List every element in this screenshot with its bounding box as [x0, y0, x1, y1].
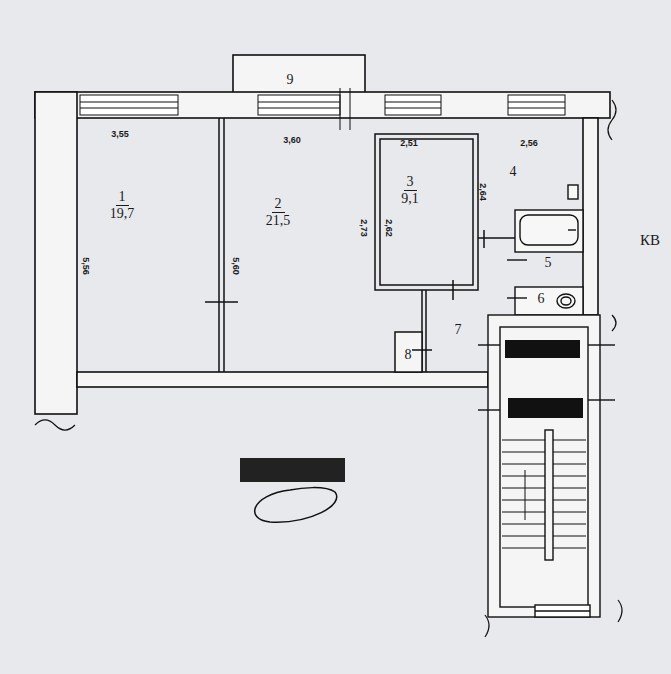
room: 39,1	[385, 165, 435, 215]
dimension: 2,64	[478, 183, 488, 201]
dimension: 2,51	[400, 138, 418, 148]
room-number: 2	[272, 196, 285, 213]
dimension: 2,62	[384, 219, 394, 237]
dimension: 3,55	[111, 129, 129, 139]
room: 6	[528, 288, 554, 310]
window	[80, 88, 565, 130]
room-number: 9	[284, 72, 297, 88]
room-area: 9,1	[398, 191, 422, 207]
inner-wall	[77, 372, 488, 387]
room-number: 3	[404, 174, 417, 191]
room: 119,7	[92, 180, 152, 230]
dimension: 2,56	[520, 138, 538, 148]
room-number: 7	[452, 322, 465, 338]
dimension: 2,73	[359, 219, 369, 237]
room-area: 21,5	[263, 213, 294, 229]
apartment-mark: КВ	[640, 232, 660, 249]
room-area: 19,7	[107, 206, 138, 222]
break-mark	[35, 100, 622, 637]
outer-wall	[35, 92, 610, 118]
room: 5	[535, 252, 561, 274]
dimension: 5,56	[81, 257, 91, 275]
room-number: 8	[402, 347, 415, 363]
room-number: 5	[542, 255, 555, 271]
room: 221,5	[248, 187, 308, 237]
stairwell	[478, 315, 615, 617]
room-number: 4	[507, 164, 520, 180]
room: 4	[498, 160, 528, 184]
room-number: 1	[116, 189, 129, 206]
room: 8	[396, 343, 420, 367]
dimension: 5,60	[231, 257, 241, 275]
partition	[205, 118, 515, 372]
room-number: 6	[535, 291, 548, 307]
room: 9	[265, 65, 315, 95]
balcony	[233, 55, 365, 95]
outer-wall	[35, 92, 77, 414]
sanitary	[507, 185, 583, 315]
dimension: 3,60	[283, 135, 301, 145]
room: 7	[444, 318, 472, 342]
outer-wall	[583, 118, 598, 315]
redaction	[240, 340, 583, 522]
